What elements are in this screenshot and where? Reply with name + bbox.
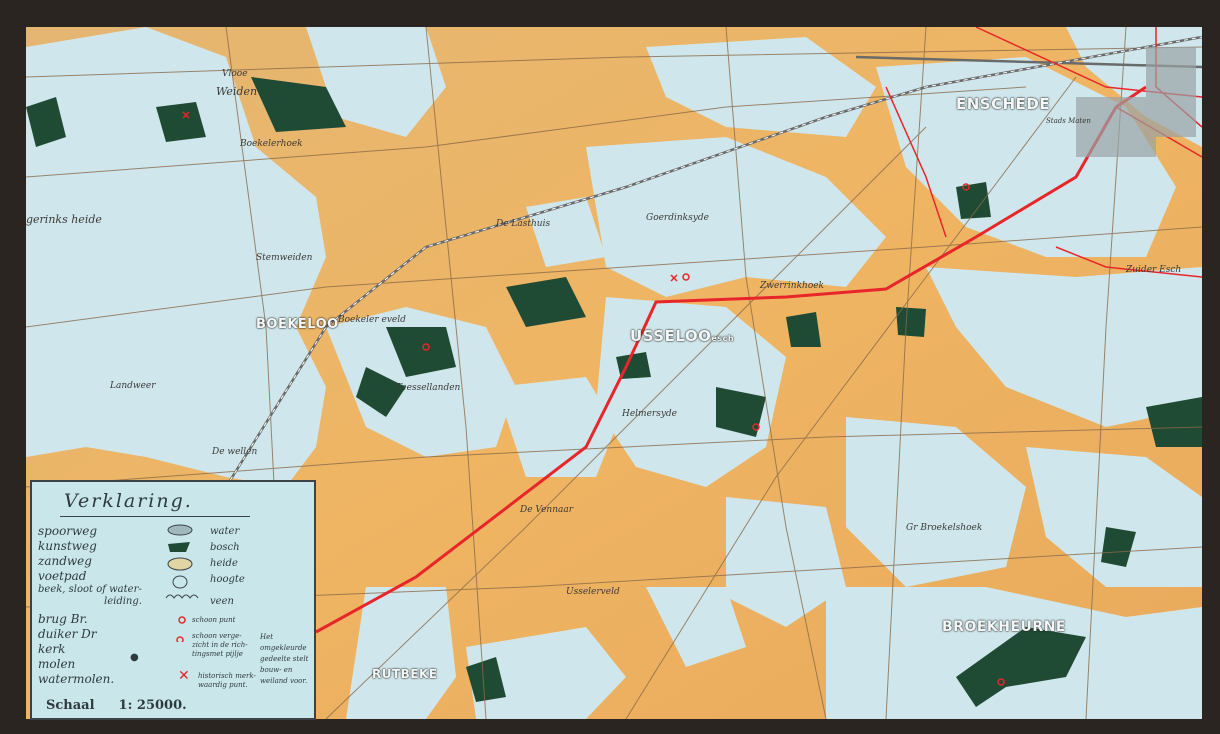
label-vlooe: Vlooe	[222, 69, 248, 79]
legend-symbols	[165, 524, 199, 642]
legend-title: Verklaring.	[64, 490, 193, 512]
place-rutbeke: RUTBEKE	[372, 667, 438, 681]
legend-item-kunstweg: kunstweg	[38, 539, 97, 553]
scale-label: Schaal	[46, 698, 95, 713]
label-de-vennaar: De Vennaar	[520, 505, 574, 515]
label-geerinks-heide: gerinks heide	[26, 213, 102, 226]
legend-item-vergezicht-line2: zicht in de rich-	[192, 641, 248, 649]
place-boekeloo: BOEKELOO	[256, 317, 339, 332]
railway-dashes	[225, 36, 1202, 488]
legend-item-spoorweg: spoorweg	[38, 524, 98, 538]
legend-item-vergezicht-line3: tingsmet pijlje	[192, 650, 243, 658]
legend-item-heide: heide	[210, 558, 238, 569]
label-de-lasthuis: De Lasthuis	[496, 219, 551, 229]
label-boekelerhoek: Boekelerhoek	[240, 139, 303, 149]
legend-item-schoon-punt: schoon punt	[192, 616, 236, 624]
place-usseloo: USSELOOesch	[630, 327, 734, 345]
label-zuider-esch: Zuider Esch	[1126, 265, 1182, 275]
heath-areas	[26, 27, 1202, 719]
label-stemweiden: Stemweiden	[256, 253, 313, 263]
place-usseloo-name: USSELOO	[630, 327, 712, 345]
place-broekheurne: BROEKHEURNE	[942, 619, 1066, 635]
mill-dot-icon: ●	[130, 652, 139, 663]
legend-item-schoon-vergezicht: schoon verge-	[192, 632, 242, 640]
label-landweer: Landweer	[110, 381, 156, 391]
legend-item-duiker: duiker Dr	[38, 627, 97, 641]
scale-value: 1: 25000.	[118, 698, 187, 713]
legend-item-watermolen: watermolen.	[38, 672, 115, 686]
map-markers	[182, 111, 1005, 686]
legend-item-brug: brug Br.	[38, 612, 88, 626]
label-goerdinksyde: Goerdinksyde	[646, 213, 709, 223]
legend-item-molen: molen	[38, 657, 76, 671]
historic-point-icon: ✕	[178, 668, 190, 684]
place-enschede: ENSCHEDE	[956, 95, 1051, 113]
historic-map: ENSCHEDE USSELOOesch BOEKELOO BROEKHEURN…	[26, 27, 1202, 719]
map-scale: Schaal 1: 25000.	[46, 698, 187, 713]
label-teesselanden: Teessellanden	[396, 383, 461, 393]
label-gr-broekelhoek: Gr Broekelshoek	[906, 523, 983, 533]
place-usseloo-suffix: esch	[711, 334, 735, 343]
label-de-wellen: De wellen	[212, 447, 258, 457]
map-graphics	[26, 27, 1202, 719]
label-usselerveld: Usselerveld	[566, 587, 620, 597]
legend-item-historisch-line2: waardig punt.	[198, 681, 248, 689]
enschede-city	[1076, 47, 1196, 157]
legend-item-bosch: bosch	[210, 542, 240, 553]
label-zwerrinkhoek: Zwerrinkhoek	[760, 281, 825, 291]
label-weiden: Weiden	[216, 85, 258, 98]
forest-areas	[26, 77, 1202, 707]
label-helmersyde: Helmersyde	[622, 409, 678, 419]
label-boekelereveld: Boekeler eveld	[338, 315, 406, 325]
road-network	[26, 27, 1202, 719]
legend-item-zandweg: zandweg	[38, 554, 92, 568]
legend-item-water: water	[210, 526, 240, 537]
legend-item-beek: beek, sloot of water-	[38, 584, 142, 595]
legend-item-kerk: kerk	[38, 642, 66, 656]
legend-title-underline	[60, 516, 250, 517]
legend-item-voetpad: voetpad	[38, 569, 87, 583]
legend-item-leiding: leiding.	[104, 596, 142, 607]
map-legend: Verklaring. spoorweg kunstweg zandweg vo…	[30, 480, 316, 720]
legend-note: Het omgekleurde gedeelte stelt bouw- en …	[260, 633, 309, 685]
legend-item-hoogte: hoogte	[210, 574, 245, 585]
label-stads-maten: Stads Maten	[1046, 117, 1091, 125]
legend-item-veen: veen	[210, 596, 234, 607]
legend-item-historisch: historisch merk-	[198, 672, 256, 680]
